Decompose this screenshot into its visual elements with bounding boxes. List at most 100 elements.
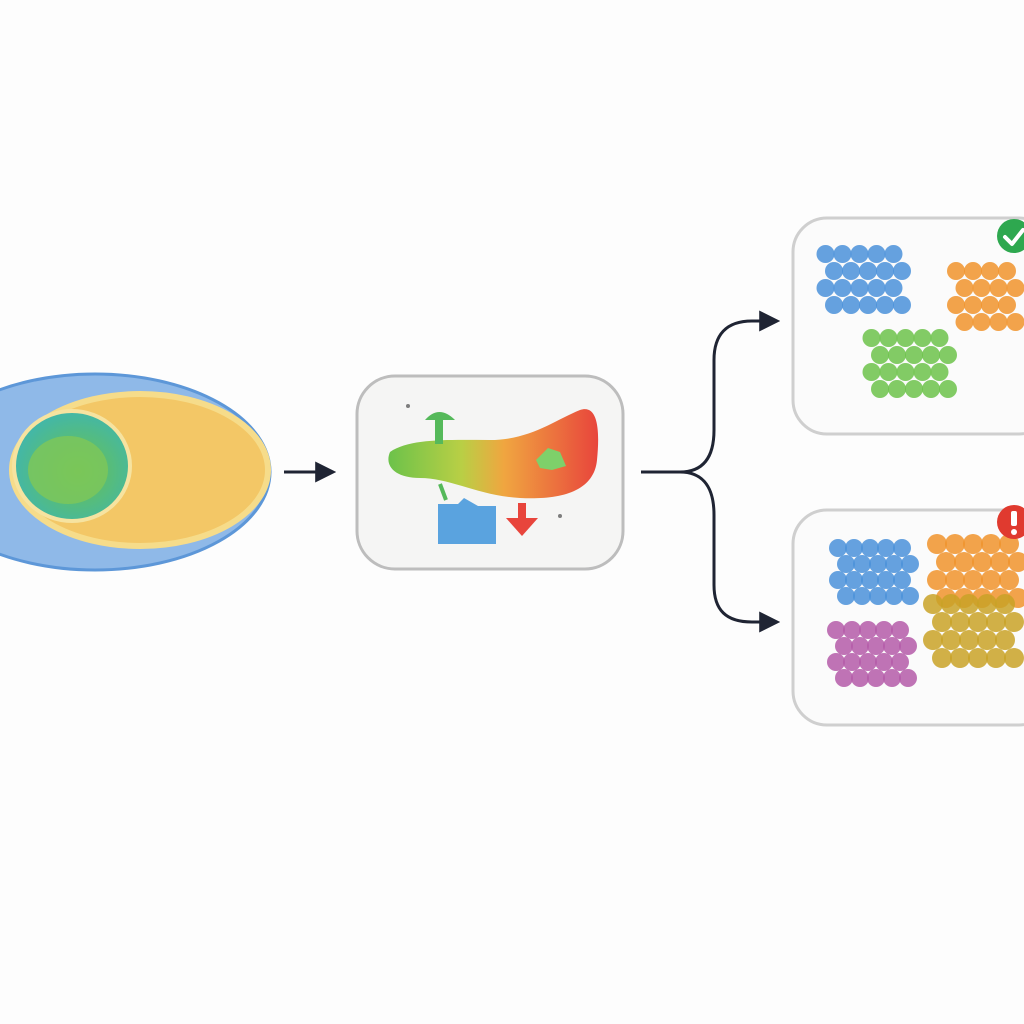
orange-cluster-dot: [981, 534, 1001, 554]
source-ellipses: [0, 372, 272, 572]
olive-cluster-dot: [941, 630, 961, 650]
green-cluster-dot: [871, 346, 889, 364]
green-cluster-dot: [879, 363, 898, 381]
purple-cluster-dot: [859, 621, 877, 639]
green-cluster-dot: [939, 380, 957, 398]
orange-cluster-dot: [989, 279, 1008, 297]
purple-cluster-dot: [899, 637, 917, 655]
olive-cluster-dot: [1004, 612, 1024, 632]
olive-cluster-dot: [977, 630, 997, 650]
blue-cluster-dot: [825, 296, 843, 314]
alert-badge-icon: [997, 505, 1024, 539]
blue-cluster-dot: [867, 245, 886, 263]
purple-cluster-dot: [835, 637, 853, 655]
blue-cluster-dot: [885, 587, 903, 605]
blue-cluster-dot: [829, 539, 847, 557]
green-cluster-dot: [888, 346, 906, 364]
olive-cluster-dot: [923, 630, 943, 650]
result-card-bad: [791, 505, 1024, 727]
olive-cluster-dot: [932, 648, 952, 668]
blue-cluster-dot: [850, 245, 869, 263]
speck: [558, 514, 562, 518]
blue-cluster-dot: [884, 245, 903, 263]
orange-cluster-dot: [972, 552, 992, 572]
purple-cluster-dot: [843, 621, 861, 639]
orange-cluster-dot: [947, 296, 965, 314]
good-clusters: [816, 245, 1024, 398]
green-cluster-dot: [922, 380, 940, 398]
orange-cluster-dot: [927, 534, 947, 554]
orange-cluster-dot: [955, 313, 974, 331]
green-cluster-dot: [862, 329, 881, 347]
blue-cluster-dot: [850, 279, 869, 297]
blue-cluster-dot: [859, 296, 877, 314]
orange-cluster-dot: [998, 262, 1016, 280]
orange-cluster-dot: [1006, 279, 1024, 297]
blue-cluster-dot: [876, 262, 894, 280]
orange-cluster-dot: [945, 534, 965, 554]
speck: [406, 404, 410, 408]
blue-cluster-dot: [859, 262, 877, 280]
gradient-blob: [388, 409, 599, 499]
blue-cluster-dot: [877, 539, 895, 557]
purple-cluster-dot: [835, 669, 853, 687]
blue-cluster-dot: [837, 555, 855, 573]
blue-cluster-dot: [885, 555, 903, 573]
purple-cluster-dot: [851, 637, 869, 655]
purple-cluster-dot: [899, 669, 917, 687]
orange-cluster-dot: [981, 570, 1001, 590]
blue-cluster-dot: [876, 296, 894, 314]
purple-cluster-dot: [851, 669, 869, 687]
orange-cluster-dot: [981, 262, 999, 280]
orange-cluster-dot: [927, 570, 947, 590]
olive-cluster-dot: [950, 648, 970, 668]
olive-cluster-dot: [959, 594, 979, 614]
orange-cluster-dot: [1008, 552, 1024, 572]
green-cluster-dot: [939, 346, 957, 364]
green-cluster-dot: [888, 380, 906, 398]
olive-cluster-dot: [1004, 648, 1024, 668]
blue-cluster-dot: [901, 555, 919, 573]
bad-clusters: [827, 534, 1024, 687]
blue-cluster-dot: [893, 571, 911, 589]
blue-cluster-dot: [861, 571, 879, 589]
orange-cluster-dot: [963, 570, 983, 590]
blue-cluster-dot: [867, 279, 886, 297]
green-marker-icon: [536, 448, 566, 470]
orange-cluster-dot: [972, 279, 991, 297]
green-cluster-dot: [862, 363, 881, 381]
purple-cluster-dot: [843, 653, 861, 671]
purple-cluster-dot: [875, 653, 893, 671]
green-cluster-dot: [871, 380, 889, 398]
purple-cluster-dot: [867, 669, 885, 687]
folder-icon: [438, 483, 496, 544]
orange-cluster-dot: [945, 570, 965, 590]
green-cluster-dot: [922, 346, 940, 364]
olive-cluster-dot: [968, 648, 988, 668]
blue-cluster-dot: [816, 245, 835, 263]
blue-cluster-dot: [833, 245, 852, 263]
orange-cluster-dot: [955, 279, 974, 297]
inner-core: [28, 436, 108, 504]
purple-cluster-dot: [883, 637, 901, 655]
olive-cluster-dot: [986, 648, 1006, 668]
olive-cluster-dot: [932, 612, 952, 632]
result-card-good: [791, 216, 1024, 436]
orange-cluster-dot: [954, 552, 974, 572]
blue-cluster-dot: [825, 262, 843, 280]
olive-cluster-dot: [923, 594, 943, 614]
olive-cluster-dot: [995, 594, 1015, 614]
olive-cluster-dot: [959, 630, 979, 650]
green-cluster-dot: [930, 329, 949, 347]
orange-cluster-dot: [1006, 313, 1024, 331]
purple-cluster-dot: [827, 621, 845, 639]
orange-cluster-dot: [963, 534, 983, 554]
purple-cluster-dot: [827, 653, 845, 671]
olive-cluster-dot: [968, 612, 988, 632]
orange-cluster-dot: [964, 262, 982, 280]
olive-cluster-dot: [977, 594, 997, 614]
orange-cluster-dot: [989, 313, 1008, 331]
blue-cluster-dot: [837, 587, 855, 605]
blue-cluster-dot: [816, 279, 835, 297]
